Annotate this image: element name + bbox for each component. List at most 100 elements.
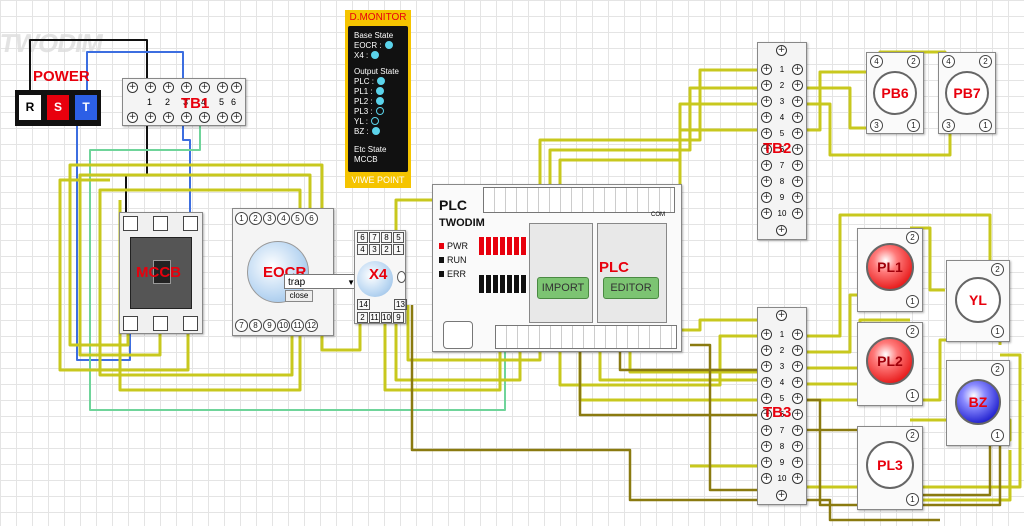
x4-pin[interactable]: 9 <box>393 312 404 323</box>
buzzer-bz[interactable]: 2 BZ 1 <box>946 360 1010 446</box>
screw-icon[interactable]: + <box>761 159 772 171</box>
phase-r-terminal[interactable]: R <box>19 95 41 120</box>
phase-s-terminal[interactable]: S <box>47 95 69 120</box>
pb6-terminal[interactable]: 4 <box>870 55 883 68</box>
screw-icon[interactable]: + <box>163 112 174 123</box>
screw-icon[interactable]: + <box>145 82 156 93</box>
mccb-terminal[interactable] <box>123 316 138 331</box>
eocr-trip-dropdown[interactable]: trap ▼ <box>284 274 360 289</box>
screw-icon[interactable]: + <box>791 344 803 356</box>
screw-icon[interactable]: + <box>761 175 772 187</box>
pushbutton-pb6[interactable]: 4 2 PB6 3 1 <box>866 52 924 134</box>
screw-icon[interactable]: + <box>761 472 772 484</box>
screw-icon[interactable]: + <box>761 191 772 203</box>
pb7-terminal[interactable]: 3 <box>942 119 955 132</box>
mccb-terminal[interactable] <box>183 216 198 231</box>
screw-icon[interactable]: + <box>761 344 772 356</box>
screw-icon[interactable]: + <box>791 175 803 187</box>
yellow-lamp-yl[interactable]: 2 YL 1 <box>946 260 1010 342</box>
screw-icon[interactable]: + <box>791 376 803 388</box>
pb7-terminal[interactable]: 1 <box>979 119 992 132</box>
x4-knob[interactable] <box>397 271 406 283</box>
screw-icon[interactable]: + <box>792 207 803 219</box>
x4-pin[interactable]: 10 <box>381 312 392 323</box>
plc-unit[interactable]: PLC TWODIM PWR RUN ERR PLC IMPORT EDITOR <box>432 184 682 352</box>
mccb-terminal[interactable] <box>153 216 168 231</box>
screw-icon[interactable]: + <box>791 95 803 107</box>
x4-pin[interactable]: 7 <box>369 232 380 243</box>
screw-icon[interactable]: + <box>217 112 228 123</box>
pl2-terminal[interactable]: 2 <box>906 325 919 338</box>
screw-icon[interactable]: + <box>791 143 803 155</box>
bz-terminal[interactable]: 1 <box>991 429 1004 442</box>
screw-icon[interactable]: + <box>776 45 787 56</box>
x4-timer-relay[interactable]: 6 7 8 5 4 3 2 1 14 13 2 11 10 9 <box>354 230 407 324</box>
yl-terminal[interactable]: 1 <box>991 325 1004 338</box>
eocr-terminal[interactable]: 6 <box>305 212 318 225</box>
screw-icon[interactable]: + <box>181 112 192 123</box>
pl3-terminal[interactable]: 2 <box>906 429 919 442</box>
viewpoint-button[interactable]: VIWE POINT <box>351 175 405 185</box>
screw-icon[interactable]: + <box>761 111 772 123</box>
pl1-terminal[interactable]: 1 <box>906 295 919 308</box>
x4-pin[interactable]: 2 <box>357 312 368 323</box>
screw-icon[interactable]: + <box>145 112 156 123</box>
screw-icon[interactable]: + <box>761 207 772 219</box>
eocr-close-button[interactable]: close <box>285 290 313 302</box>
screw-icon[interactable]: + <box>776 490 787 501</box>
plc-top-terminal-strip[interactable] <box>483 187 675 213</box>
screw-icon[interactable]: + <box>231 112 242 123</box>
eocr-terminal[interactable]: 10 <box>277 319 290 332</box>
eocr-terminal[interactable]: 5 <box>291 212 304 225</box>
yl-terminal[interactable]: 2 <box>991 263 1004 276</box>
screw-icon[interactable]: + <box>761 95 772 107</box>
x4-pin[interactable]: 4 <box>357 244 368 255</box>
terminal-block-tb3[interactable]: + +1+ +2+ +3+ +4+ +5+ +6+ +7+ +8+ +9+ +1… <box>757 307 807 505</box>
pushbutton-pb7[interactable]: 4 2 PB7 3 1 <box>938 52 996 134</box>
bz-terminal[interactable]: 2 <box>991 363 1004 376</box>
screw-icon[interactable]: + <box>791 440 803 452</box>
pb7-terminal[interactable]: 4 <box>942 55 955 68</box>
x4-pin[interactable]: 6 <box>357 232 368 243</box>
editor-button[interactable]: EDITOR <box>603 277 659 299</box>
screw-icon[interactable]: + <box>791 424 803 436</box>
screw-icon[interactable]: + <box>791 111 803 123</box>
screw-icon[interactable]: + <box>761 328 772 340</box>
pilot-lamp-pl2[interactable]: 2 PL2 1 <box>857 322 923 406</box>
mccb-terminal[interactable] <box>123 216 138 231</box>
screw-icon[interactable]: + <box>792 472 803 484</box>
screw-icon[interactable]: + <box>761 79 772 91</box>
pb6-terminal[interactable]: 3 <box>870 119 883 132</box>
screw-icon[interactable]: + <box>776 225 787 236</box>
pl3-terminal[interactable]: 1 <box>906 493 919 506</box>
x4-pin[interactable]: 11 <box>369 312 380 323</box>
screw-icon[interactable]: + <box>761 376 772 388</box>
screw-icon[interactable]: + <box>791 79 803 91</box>
terminal-block-tb2[interactable]: + +1+ +2+ +3+ +4+ +5+ +6+ +7+ +8+ +9+ +1… <box>757 42 807 240</box>
pilot-lamp-pl1[interactable]: 2 PL1 1 <box>857 228 923 312</box>
screw-icon[interactable]: + <box>217 82 228 93</box>
plc-port[interactable] <box>443 321 473 349</box>
screw-icon[interactable]: + <box>791 328 803 340</box>
screw-icon[interactable]: + <box>776 310 787 321</box>
import-button[interactable]: IMPORT <box>537 277 589 299</box>
pb7-terminal[interactable]: 2 <box>979 55 992 68</box>
screw-icon[interactable]: + <box>791 392 803 404</box>
terminal-block-tb1[interactable]: + + + + + + + 1 2 3 4 5 6 + + + + + + + <box>122 78 246 126</box>
pilot-lamp-pl3[interactable]: 2 PL3 1 <box>857 426 923 510</box>
screw-icon[interactable]: + <box>127 82 138 93</box>
x4-pin[interactable]: 3 <box>369 244 380 255</box>
screw-icon[interactable]: + <box>199 112 210 123</box>
x4-pin[interactable]: 8 <box>381 232 392 243</box>
pb6-terminal[interactable]: 2 <box>907 55 920 68</box>
pl1-terminal[interactable]: 2 <box>906 231 919 244</box>
pb7-button[interactable]: PB7 <box>945 71 989 115</box>
screw-icon[interactable]: + <box>761 360 772 372</box>
screw-icon[interactable]: + <box>791 456 803 468</box>
pb6-terminal[interactable]: 1 <box>907 119 920 132</box>
mccb-breaker[interactable] <box>119 212 203 334</box>
screw-icon[interactable]: + <box>761 456 772 468</box>
pb6-button[interactable]: PB6 <box>873 71 917 115</box>
eocr-terminal[interactable]: 9 <box>263 319 276 332</box>
screw-icon[interactable]: + <box>127 112 138 123</box>
